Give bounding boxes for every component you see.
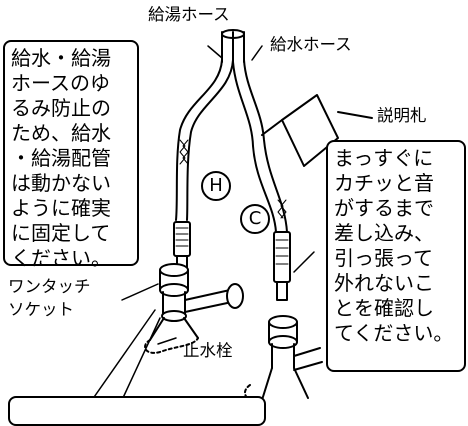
- right-note-line: 差し込み、: [334, 221, 434, 245]
- right-note-box: まっすぐに カチッと音 がするまで 差し込み、 引っ張って 外れないこ とを確認…: [326, 140, 466, 372]
- left-note-line: 給水・給湯: [11, 46, 111, 70]
- right-note-line: 引っ張って: [334, 246, 433, 270]
- left-note-line: るみ防止の: [11, 96, 111, 120]
- bottom-note-box: [8, 396, 266, 426]
- hot-hose-fitting: [173, 221, 191, 271]
- tag-shape: [261, 94, 373, 167]
- hose-installation-drawing: [91, 29, 373, 402]
- hot-water-hose: [175, 59, 234, 221]
- cold-hose-fitting: [273, 231, 291, 301]
- tag-label: 説明札: [377, 106, 427, 125]
- left-note-line: ・給湯配管: [11, 146, 111, 170]
- hose-bundle-top: [221, 29, 245, 63]
- left-stop-valve: [144, 263, 244, 354]
- left-note-line: に固定して: [11, 221, 111, 245]
- right-note-line: がするまで: [334, 196, 434, 220]
- right-note-line: カチッと音: [334, 171, 434, 195]
- left-note-line: ため、給水: [11, 121, 111, 145]
- right-note-line: てください。: [334, 321, 454, 345]
- cold-water-hose-label: 給水ホース: [270, 35, 352, 54]
- one-touch-socket-label: ワンタッチ ソケット: [8, 277, 91, 319]
- hot-water-hose-label: 給湯ホース: [148, 5, 230, 24]
- left-note-line: ように確実: [11, 196, 111, 220]
- right-stop-valve: [243, 315, 323, 402]
- stop-valve-label: 止水栓: [183, 341, 233, 360]
- right-note-line: とを確認し: [334, 296, 434, 320]
- left-note-box: 給水・給湯 ホースのゆ るみ防止の ため、給水 ・給湯配管 は動かない ように確…: [3, 40, 139, 270]
- hot-marker: H: [201, 171, 231, 201]
- cold-marker: C: [240, 204, 270, 234]
- diagram: 給湯ホース 給水ホース 説明札 ワンタッチ ソケット 止水栓 H C 給水・給湯…: [3, 5, 466, 426]
- cold-water-hose: [232, 59, 288, 233]
- right-note-line: まっすぐに: [334, 146, 434, 170]
- leader-lines: [91, 45, 315, 401]
- left-note-line: ください。: [11, 246, 111, 270]
- left-note-line: は動かない: [11, 171, 111, 195]
- left-note-line: ホースのゆ: [11, 71, 110, 95]
- right-note-line: 外れないこ: [334, 271, 434, 295]
